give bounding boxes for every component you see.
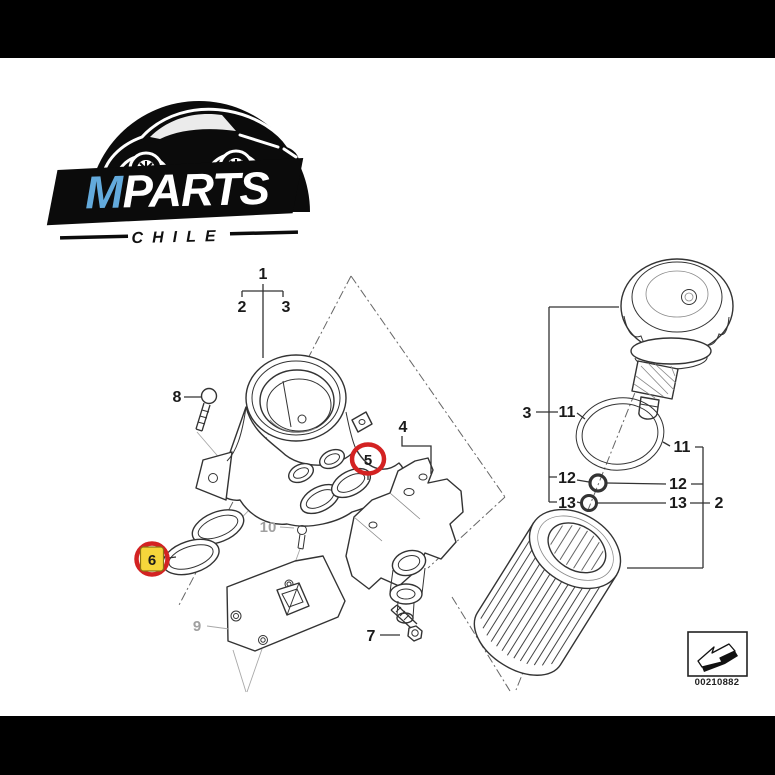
callout-2: 2 bbox=[238, 299, 247, 316]
highlight-circle-5 bbox=[349, 442, 387, 476]
top-black-bar bbox=[0, 0, 775, 58]
callout-6: 6 bbox=[148, 552, 156, 569]
page-turn-arrow-icon bbox=[697, 643, 738, 672]
mparts-logo: MPARTS CHILE bbox=[40, 85, 320, 260]
callout-13-left: 13 bbox=[558, 495, 576, 512]
callout-1: 1 bbox=[259, 266, 268, 283]
highlight-circle-6 bbox=[134, 541, 170, 577]
callout-11-left: 11 bbox=[559, 404, 576, 421]
filter-element bbox=[473, 508, 622, 676]
bolt-8 bbox=[195, 387, 218, 432]
callout-right-2: 2 bbox=[715, 495, 724, 512]
heat-shield-plate bbox=[226, 555, 346, 652]
callout-5: 5 bbox=[364, 452, 372, 469]
callout-3: 3 bbox=[282, 299, 291, 316]
brand-parts: PARTS bbox=[122, 162, 271, 218]
callout-12-left: 12 bbox=[558, 470, 576, 487]
housing-port bbox=[287, 462, 315, 484]
callout-9: 9 bbox=[193, 618, 201, 635]
logo-banner: MPARTS bbox=[46, 157, 304, 226]
bolt-7 bbox=[390, 604, 423, 642]
filter-cap bbox=[620, 258, 734, 420]
logo-subtitle-row: CHILE bbox=[59, 228, 299, 247]
callout-4: 4 bbox=[399, 419, 408, 436]
logo-subtitle: CHILE bbox=[131, 228, 224, 247]
callout-10: 10 bbox=[260, 519, 277, 536]
callout-8: 8 bbox=[173, 389, 182, 406]
brand-wordmark: MPARTS bbox=[84, 162, 271, 219]
callout-7: 7 bbox=[367, 628, 376, 645]
part-number: 00210882 bbox=[695, 677, 740, 688]
gasket-6 bbox=[162, 509, 245, 576]
brand-m: M bbox=[84, 165, 125, 218]
o-ring-11 bbox=[575, 397, 665, 471]
callout-labels: 1 2 3 8 4 5 6 10 9 7 3 11 12 13 11 12 13… bbox=[148, 266, 724, 645]
part-number-box: 00210882 bbox=[687, 631, 748, 688]
callout-right-3: 3 bbox=[523, 405, 532, 422]
callout-12-right: 12 bbox=[669, 476, 687, 493]
housing-port bbox=[318, 448, 346, 470]
bolt-10 bbox=[297, 525, 307, 550]
mparts-logo-art: MPARTS CHILE bbox=[46, 101, 310, 247]
callout-11-right: 11 bbox=[674, 439, 691, 456]
highlight-box-6 bbox=[139, 546, 165, 572]
filter-bracket bbox=[345, 457, 464, 624]
callout-13-right: 13 bbox=[669, 495, 687, 512]
leader-lines bbox=[167, 284, 710, 636]
bottom-black-bar bbox=[0, 716, 775, 775]
o-ring-12 bbox=[588, 473, 608, 493]
o-ring-13 bbox=[580, 494, 598, 512]
oil-filter-housing bbox=[195, 354, 406, 527]
